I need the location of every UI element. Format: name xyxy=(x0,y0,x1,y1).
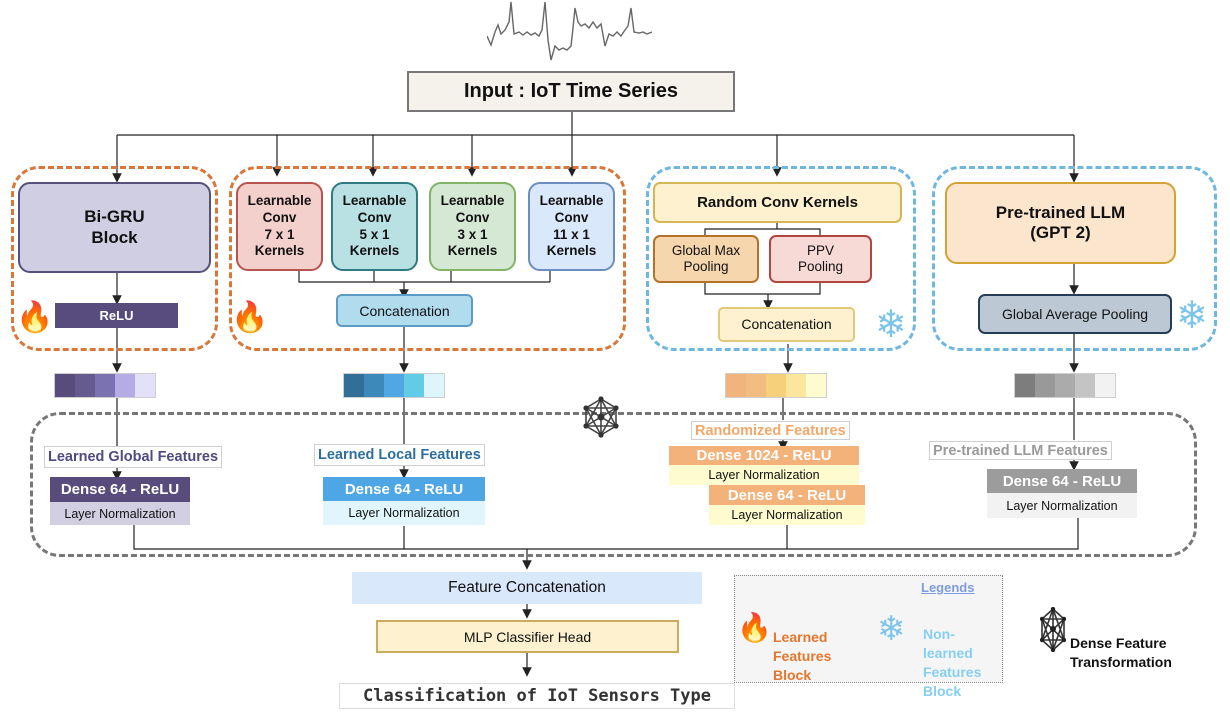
legend-box xyxy=(734,575,1003,683)
vector-cell xyxy=(115,374,135,397)
global-dense-layer: Dense 64 - ReLU xyxy=(50,477,190,502)
global-avg-pooling-box: Global Average Pooling xyxy=(978,294,1172,334)
conv-kernel-text: 3 x 1 xyxy=(457,226,488,242)
conv-kernel-text: 7 x 1 xyxy=(264,226,295,242)
vector-cell xyxy=(1055,374,1075,397)
snowflake-icon: ❄ xyxy=(877,610,906,648)
conv-kernel-text: Learnable xyxy=(247,192,312,208)
vector-cell xyxy=(95,374,115,397)
conv-kernel-text: Learnable xyxy=(539,192,604,208)
random-dense-1024-layer: Dense 1024 - ReLU xyxy=(669,446,859,465)
conv-concat-label: Concatenation xyxy=(359,302,450,319)
conv-kernel-text: Conv xyxy=(262,209,297,225)
vector-cell xyxy=(75,374,95,397)
global-features-label: Learned Global Features xyxy=(44,446,223,468)
waveform-icon xyxy=(487,1,652,61)
vector-cell xyxy=(1035,374,1055,397)
llm-layer-norm: Layer Normalization xyxy=(987,493,1137,518)
vector-cell xyxy=(424,374,444,397)
fire-icon: 🔥 xyxy=(16,301,54,334)
vector-cell xyxy=(135,374,155,397)
random-concat-label: Concatenation xyxy=(741,316,832,333)
random-layer-norm-1: Layer Normalization xyxy=(669,465,859,485)
global-feature-vector xyxy=(54,373,156,398)
conv-kernel-text: Learnable xyxy=(342,192,407,208)
random-features-label: Randomized Features xyxy=(691,421,850,440)
vector-cell xyxy=(1095,374,1115,397)
ppv-pooling-box: PPV Pooling xyxy=(769,235,872,283)
mlp-classifier-box: MLP Classifier Head xyxy=(376,620,679,653)
random-feature-vector xyxy=(725,373,827,398)
bigru-block: Bi-GRU Block xyxy=(18,182,211,273)
random-dense-64-layer: Dense 64 - ReLU xyxy=(709,485,865,505)
input-box: Input : IoT Time Series xyxy=(407,71,735,112)
llm-title: Pre-trained LLM (GPT 2) xyxy=(995,202,1126,242)
ppv-pooling-label: PPV Pooling xyxy=(797,242,844,274)
conv-kernel-text: Kernels xyxy=(447,243,498,259)
vector-cell xyxy=(384,374,404,397)
vector-cell xyxy=(1015,374,1035,397)
conv-concat-box: Concatenation xyxy=(336,294,473,327)
random-conv-title: Random Conv Kernels xyxy=(697,193,858,211)
conv-kernel-text: Kernels xyxy=(546,243,597,259)
vector-cell xyxy=(766,374,786,397)
llm-group xyxy=(932,166,1217,351)
feature-concat-box: Feature Concatenation xyxy=(352,572,702,604)
conv-kernel-text: Kernels xyxy=(349,243,400,259)
llm-features-label: Pre-trained LLM Features xyxy=(929,441,1112,460)
fire-icon: 🔥 xyxy=(231,301,269,334)
network-icon xyxy=(1040,607,1066,652)
global-max-pooling-box: Global Max Pooling xyxy=(653,235,759,283)
global-layer-norm: Layer Normalization xyxy=(50,502,190,525)
local-feature-vector xyxy=(343,373,445,398)
local-layer-norm: Layer Normalization xyxy=(323,501,485,525)
snowflake-icon: ❄ xyxy=(1176,295,1208,337)
conv-kernel-text: 5 x 1 xyxy=(359,226,390,242)
relu-box: ReLU xyxy=(55,303,178,328)
conv-group xyxy=(229,166,626,351)
vector-cell xyxy=(806,374,826,397)
local-dense-layer: Dense 64 - ReLU xyxy=(323,477,485,501)
random-conv-box: Random Conv Kernels xyxy=(653,182,902,223)
relu-label: ReLU xyxy=(99,308,134,323)
vector-cell xyxy=(1075,374,1095,397)
conv-kernel-text: Kernels xyxy=(254,243,305,259)
random-concat-box: Concatenation xyxy=(718,307,855,342)
global-avg-pooling-label: Global Average Pooling xyxy=(1001,305,1149,322)
vector-cell xyxy=(344,374,364,397)
bigru-group xyxy=(11,166,218,351)
vector-cell xyxy=(726,374,746,397)
conv-kernel-text: Conv xyxy=(554,209,589,225)
vector-cell xyxy=(55,374,75,397)
output-label: Classification of IoT Sensors Type xyxy=(339,683,735,709)
conv-kernel-text: Conv xyxy=(455,209,490,225)
fire-icon: 🔥 xyxy=(737,612,772,643)
llm-dense-layer: Dense 64 - ReLU xyxy=(987,469,1137,493)
legend-dense-label: Dense Feature Transformation xyxy=(1070,634,1172,670)
conv-kernel-text: Learnable xyxy=(440,192,505,208)
network-icon xyxy=(583,396,619,438)
bigru-title: Bi-GRU Block xyxy=(84,207,145,247)
conv-kernel-text: Conv xyxy=(357,209,392,225)
llm-feature-vector xyxy=(1014,373,1116,398)
local-features-label: Learned Local Features xyxy=(314,444,485,466)
llm-box: Pre-trained LLM (GPT 2) xyxy=(945,182,1176,264)
input-title: Input : IoT Time Series xyxy=(463,80,679,102)
vector-cell xyxy=(786,374,806,397)
global-max-pooling-label: Global Max Pooling xyxy=(671,242,741,274)
vector-cell xyxy=(404,374,424,397)
random-group xyxy=(646,166,916,351)
legend-title: Legends xyxy=(921,580,975,595)
conv-kernel-text: 11 x 1 xyxy=(553,226,590,242)
random-layer-norm-2: Layer Normalization xyxy=(709,505,865,525)
vector-cell xyxy=(746,374,766,397)
vector-cell xyxy=(364,374,384,397)
legend-nonlearned-label: Non- learned Features Block xyxy=(923,625,982,699)
snowflake-icon: ❄ xyxy=(875,304,907,346)
legend-learned-label: Learned Features Block xyxy=(773,628,832,683)
